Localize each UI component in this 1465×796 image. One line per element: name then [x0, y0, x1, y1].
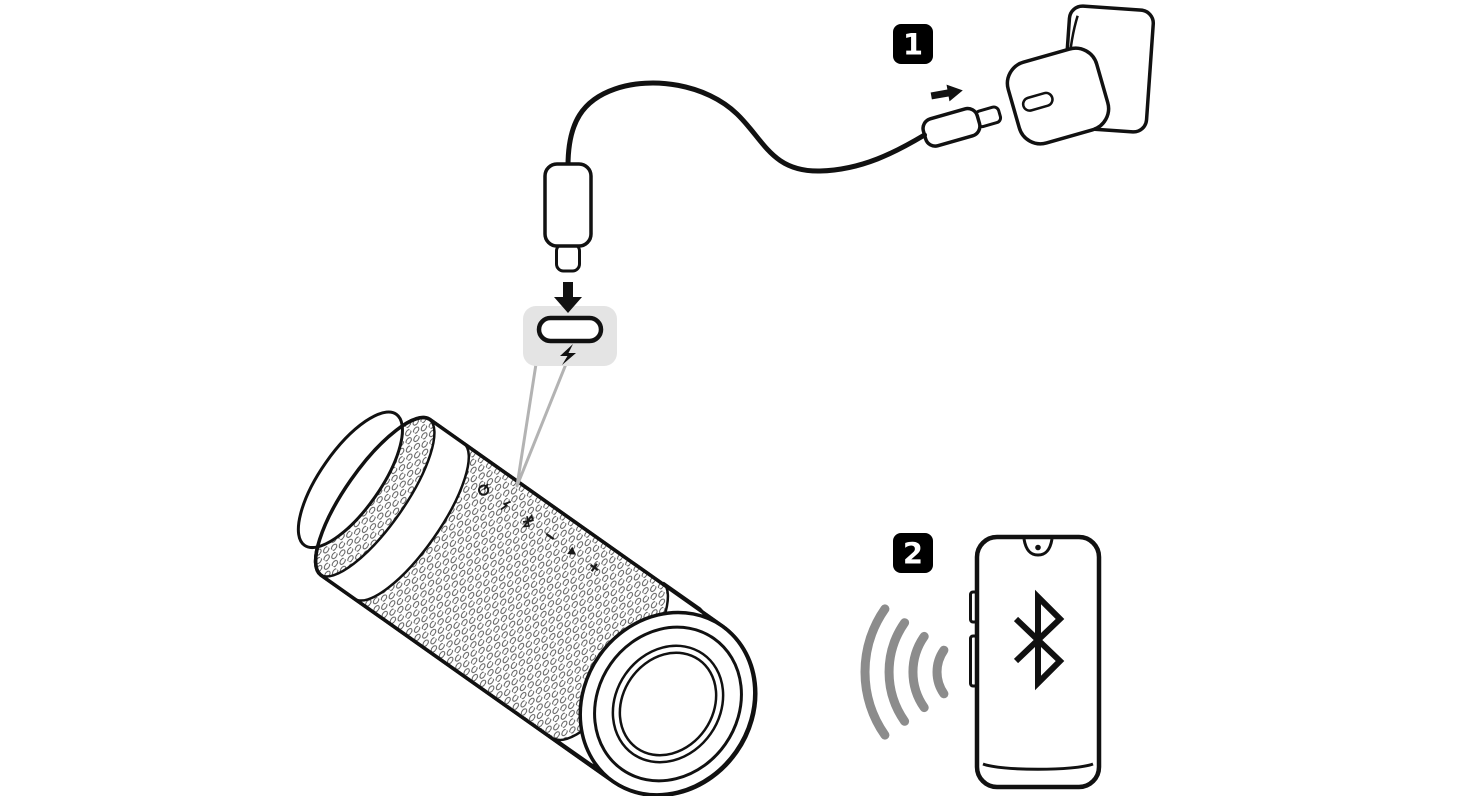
- charging-port-callout: [515, 306, 617, 488]
- step-1-number: 1: [903, 28, 923, 62]
- callout-tail: [515, 362, 568, 488]
- step-2-badge: 2: [893, 533, 933, 573]
- step-2-number: 2: [903, 537, 923, 571]
- smartphone: [969, 534, 1102, 790]
- insert-arrow-icon: [930, 84, 963, 102]
- speaker-buttons: [478, 483, 599, 572]
- volume-down-icon: [545, 533, 555, 540]
- usb-c-plug: [543, 162, 593, 273]
- wireless-waves-icon: [860, 604, 949, 740]
- step-1-badge: 1: [893, 24, 933, 64]
- speaker-illustration: [296, 410, 758, 796]
- down-arrow-icon: [554, 282, 582, 313]
- usb-cable: [565, 80, 927, 174]
- phone-bottom-edge: [982, 762, 1094, 771]
- usb-c-port-icon: [536, 315, 604, 344]
- lightning-bolt-icon: [560, 344, 576, 365]
- phone-notch: [1022, 538, 1054, 557]
- bluetooth-icon: [522, 513, 534, 528]
- power-adapter: [1005, 46, 1111, 146]
- usb-c-connector: [921, 105, 1003, 148]
- power-icon: [478, 483, 490, 496]
- bluetooth-icon: [1013, 589, 1065, 691]
- charge-icon: [500, 500, 512, 511]
- phone-camera-dot: [1035, 544, 1041, 551]
- volume-up-icon: [589, 563, 599, 572]
- play-pause-icon: [567, 546, 576, 555]
- adapter-usb-c-port-icon: [1021, 91, 1054, 112]
